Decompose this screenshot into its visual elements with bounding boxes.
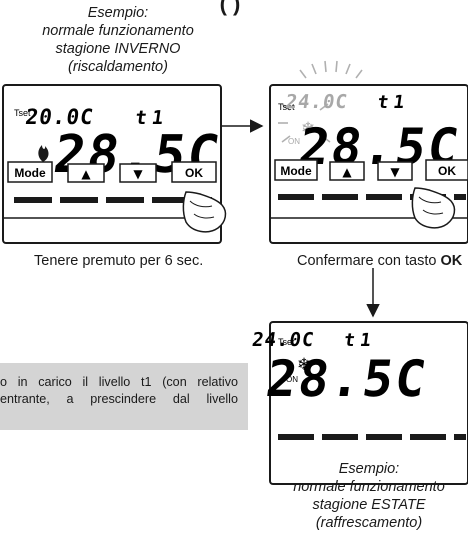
caption-summer-line3: stagione ESTATE — [312, 497, 426, 513]
caption-summer-line1: Esempio: — [338, 461, 400, 477]
up-button-right-label: ▲ — [342, 165, 352, 179]
caption-winter-line4: (riscaldamento) — [68, 59, 168, 75]
caption-summer: Esempio: normale funzionamento stagione … — [270, 460, 468, 532]
flame-icon — [38, 145, 49, 162]
up-button-left-label: ▲ — [81, 167, 91, 181]
up-button-left[interactable] — [67, 163, 105, 183]
note-line2: entrante, a prescindere dal livello — [0, 392, 238, 406]
lcd-right-level: t1 — [376, 92, 411, 113]
lcd-right-on-label: ON — [288, 137, 300, 146]
mode-button-right[interactable] — [274, 159, 318, 181]
lcd-bottom-on-label: ON — [286, 375, 298, 384]
down-button-right-label: ▼ — [390, 165, 400, 179]
down-button-left[interactable] — [119, 163, 157, 183]
blink-rays-set — [299, 60, 363, 79]
note-text: o in carico il livello t1 (con relativo … — [0, 374, 238, 408]
down-button-right[interactable] — [377, 161, 413, 181]
lcd-right-tset-label: Tset — [278, 102, 295, 112]
lcd-bottom-main-value: 28.5C — [263, 349, 432, 408]
hand-icon-left — [182, 191, 227, 233]
caption-winter-line3: stagione INVERNO — [55, 41, 181, 57]
lcd-left-tset-label: Tset — [14, 108, 31, 118]
lcd-left: Tset 20.0C t1 28.5C Mode ▲ ▼ OK — [2, 84, 225, 244]
ok-button-left-label: OK — [185, 166, 203, 180]
lcd-bottom: Tset 24.0C t1 ON ❄ 28.5C — [251, 321, 468, 485]
page-heading: ( ) — [219, 0, 241, 16]
lcd-left-level: t1 — [134, 106, 170, 129]
note-line1: o in carico il livello t1 (con relativo — [0, 375, 238, 389]
lcd-left-frame — [2, 84, 222, 244]
lcd-bottom-frame — [269, 321, 468, 485]
snowflake-icon: ❄ — [301, 119, 315, 139]
lcd-bottom-tset-label: Tset — [278, 337, 295, 347]
instruction-hold: Tenere premuto per 6 sec. — [34, 253, 204, 269]
caption-winter-line1: Esempio: — [87, 5, 149, 21]
instruction-confirm-key: OK — [440, 253, 463, 269]
caption-summer-line4: (raffrescamento) — [315, 515, 423, 531]
note-box: o in carico il livello t1 (con relativo … — [0, 363, 248, 430]
up-button-right[interactable] — [329, 161, 365, 181]
snowflake-icon-bottom: ❄ — [297, 355, 311, 375]
mode-button-right-label: Mode — [280, 164, 312, 178]
lcd-bottom-level: t1 — [343, 330, 378, 351]
caption-summer-line2: normale funzionamento — [293, 479, 445, 495]
caption-winter-line2: normale funzionamento — [42, 23, 194, 39]
caption-winter: Esempio: normale funzionamento stagione … — [0, 4, 236, 76]
instruction-confirm-text: Confermare con tasto — [297, 253, 441, 269]
ok-button-left[interactable] — [171, 161, 217, 183]
lcd-left-set-value: 20.0C — [24, 104, 96, 129]
instruction-confirm: Confermare con tasto OK — [297, 253, 462, 269]
blink-rays-mode — [278, 103, 331, 143]
down-button-left-label: ▼ — [133, 167, 143, 181]
lcd-bottom-set-value: 24.0C — [251, 328, 316, 351]
mode-button-left[interactable] — [7, 161, 53, 183]
mode-button-left-label: Mode — [14, 166, 46, 180]
hand-icon-right — [411, 187, 456, 229]
lcd-right-set-value: 24.0C — [284, 90, 349, 113]
ok-button-right[interactable] — [425, 159, 468, 181]
ok-button-right-label: OK — [438, 164, 456, 178]
